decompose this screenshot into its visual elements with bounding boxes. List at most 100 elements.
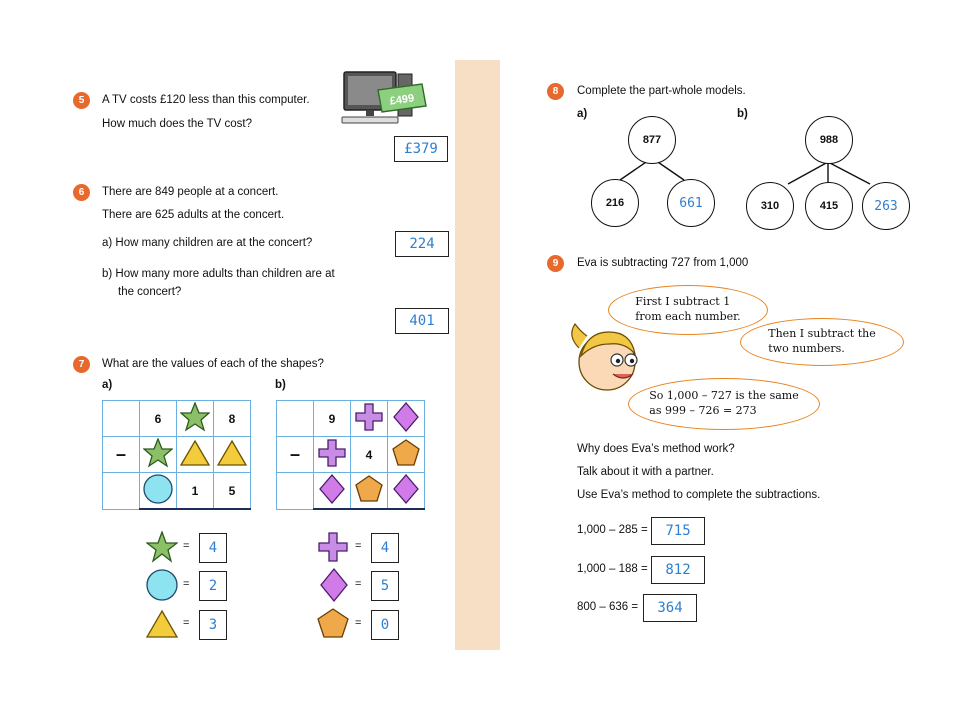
grid-cell-empty [276,400,314,437]
bubble-1-line1: First I subtract 1 [635,295,731,309]
subtraction-1-answer-box[interactable]: 715 [651,517,705,545]
star-icon [179,401,211,432]
part-whole-b-part3-answer[interactable]: 263 [862,182,910,230]
part-whole-b-whole: 988 [805,116,853,164]
diamond-icon [393,402,419,432]
pentagon-icon [317,608,349,638]
triangle-icon [179,439,211,466]
triangle-answer-box[interactable]: 3 [199,610,227,640]
q6a-answer-box[interactable]: 224 [395,231,449,257]
grid-cell-pentagon [350,472,388,510]
circle-answer-box[interactable]: 2 [199,571,227,601]
q6b-label-line2: the concert? [118,286,182,298]
star-answer-box[interactable]: 4 [199,533,227,563]
grid-cell-star [139,436,177,473]
equals-sign: = [183,578,190,590]
pentagon-icon [392,439,420,466]
grid-cell-triangle [176,436,214,473]
q9-prompt-1: Why does Eva’s method work? [577,443,735,455]
subtraction-2-answer-box[interactable]: 812 [651,556,705,584]
cross-icon [318,532,348,562]
bubble-3-line1: So 1,000 – 727 is the same [649,389,799,403]
grid-cell-star [176,400,214,437]
star-icon [146,531,178,563]
diamond-icon [393,474,419,504]
q7-part-a-label: a) [102,379,113,391]
circle-icon [146,569,178,601]
page-spine [455,60,500,650]
equals-sign: = [355,540,362,552]
q8-part-a-label: a) [577,108,588,120]
grid-cell: 6 [139,400,177,437]
grid-cell-cross [313,436,351,473]
diamond-answer-box[interactable]: 5 [371,571,399,601]
bubble-2-line2: two numbers. [768,342,845,355]
grid-cell-diamond [387,472,425,510]
q6-text-line1: There are 849 people at a concert. [102,186,279,198]
grid-cell: 5 [213,472,251,510]
bubble-3-line2: as 999 – 726 = 273 [649,404,757,417]
star-icon [142,437,174,468]
subtraction-2: 1,000 – 188 = [577,563,648,575]
subtraction-3-answer-box[interactable]: 364 [643,594,697,622]
q7-part-b-label: b) [275,379,286,391]
question-number-5: 5 [73,92,90,109]
grid-cell: 8 [213,400,251,437]
grid-cell-empty [102,400,140,437]
triangle-icon [216,439,248,466]
grid-cell-circle [139,472,177,510]
part-whole-a-part2-answer[interactable]: 661 [667,179,715,227]
equals-sign: = [355,617,362,629]
equals-sign: = [355,578,362,590]
diamond-icon [320,567,348,603]
grid-cell-triangle [213,436,251,473]
q7b-grid: 9 – 4 [276,400,425,510]
part-whole-b-part1: 310 [746,182,794,230]
q5-text-line1: A TV costs £120 less than this computer. [102,94,310,106]
bubble-2-line1: Then I subtract the [768,327,876,341]
question-number-8: 8 [547,83,564,100]
q9-prompt-2: Talk about it with a partner. [577,466,714,478]
diamond-icon [319,474,345,504]
minus-sign: – [102,436,140,473]
grid-cell-pentagon [387,436,425,473]
q9-prompt-3: Use Eva’s method to complete the subtrac… [577,489,821,501]
q6b-answer-box[interactable]: 401 [395,308,449,334]
triangle-icon [145,609,179,638]
q8-part-b-label: b) [737,108,748,120]
q5-answer-box[interactable]: £379 [394,136,448,162]
cross-icon [355,403,383,431]
equals-sign: = [183,617,190,629]
question-number-7: 7 [73,356,90,373]
grid-cell-empty [102,472,140,510]
q9-title: Eva is subtracting 727 from 1,000 [577,257,749,269]
circle-icon [143,474,173,504]
grid-cell-cross [350,400,388,437]
pentagon-icon [355,475,383,502]
q7-title: What are the values of each of the shape… [102,358,324,370]
question-number-6: 6 [73,184,90,201]
grid-cell: 4 [350,436,388,473]
price-tag: £499 [377,83,427,113]
grid-cell: 9 [313,400,351,437]
grid-cell-diamond [313,472,351,510]
eva-character [571,322,638,391]
cross-answer-box[interactable]: 4 [371,533,399,563]
minus-sign: – [276,436,314,473]
subtraction-3: 800 – 636 = [577,601,639,613]
question-number-9: 9 [547,255,564,272]
q7a-grid: 6 8 – 1 5 [102,400,251,510]
grid-cell-empty [276,472,314,510]
cross-icon [318,439,346,467]
q5-text-line2: How much does the TV cost? [102,118,252,130]
bubble-1-line2: from each number. [635,310,741,323]
equals-sign: = [183,540,190,552]
part-whole-a-part1: 216 [591,179,639,227]
q6b-label-line1: b) How many more adults than children ar… [102,268,335,280]
price-tag-text: £499 [389,92,415,107]
pentagon-answer-box[interactable]: 0 [371,610,399,640]
part-whole-b-part2: 415 [805,182,853,230]
part-whole-a-whole: 877 [628,116,676,164]
